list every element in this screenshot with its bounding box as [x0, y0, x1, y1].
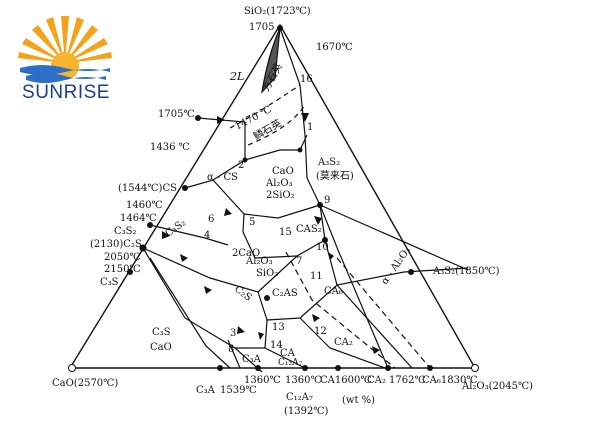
label-1705-top: 1705 [249, 22, 274, 33]
label-al2o3-1: Al₂O₃ [265, 178, 293, 189]
label-ca6-1830: CA₆1830℃ [422, 375, 478, 386]
label-cas2: CAS₂ [296, 224, 322, 235]
label-c2as: C₂AS [272, 288, 298, 299]
label-a3s2-1850: A₃S₂(1850℃) [432, 266, 500, 277]
label-1670: 1670℃ [316, 42, 353, 53]
label-ca2-1762: CA₂ 1762℃ [367, 375, 426, 386]
label-c3s-left: C₃S [100, 277, 119, 288]
point-cs [182, 185, 188, 191]
point-al2o3 [471, 364, 479, 372]
point-number: 11 [310, 271, 323, 282]
point-number: 13 [272, 322, 285, 333]
sunrise-logo [10, 8, 120, 108]
point-c3s [127, 269, 133, 275]
point-c2as [264, 295, 270, 301]
label-cao-field: CaO [150, 342, 172, 353]
label-al2o3-2: Al₂O₃ [245, 256, 273, 267]
point-c3a [217, 365, 223, 371]
label-wt-percent: (wt %) [342, 395, 375, 406]
label-1705-left: 1705℃ [158, 109, 195, 120]
point-cas2 [322, 237, 328, 243]
label-ca6-field: CA₆ [324, 286, 343, 297]
point-9 [317, 202, 323, 208]
label-c3s2: C₃S₂ [114, 226, 137, 237]
point-number: 5 [249, 217, 255, 228]
label-1436: 1436 ℃ [150, 142, 190, 153]
point-number: 2 [238, 160, 244, 171]
point-ca6 [427, 365, 433, 371]
point-ca [335, 365, 341, 371]
point-number: 8 [228, 344, 234, 355]
label-sio2-1: SiO₂ [256, 268, 278, 279]
point-c3s2 [147, 222, 153, 228]
brand-name: SUNRISE [22, 82, 110, 103]
label-1539: 1539℃ [220, 385, 257, 396]
triangle-frame [68, 23, 477, 369]
label-1464: 1464℃ [120, 213, 157, 224]
label-2150: 2150℃ [104, 264, 141, 275]
point-cao [68, 364, 76, 372]
label-al2o3-corner: Al₂O₃(2045℃) [461, 381, 533, 392]
label-alpha-al2o3: α - Al₂O₃ [379, 245, 413, 287]
label-ca-1600: CA1600℃ [320, 375, 372, 386]
point-c12a7 [302, 365, 308, 371]
label-fangshiying: 方石英 [259, 61, 285, 94]
label-c12a7-bottom: C₁₂A₇ [286, 392, 313, 403]
label-2050: 2050℃ [104, 252, 141, 263]
point-number: 7 [296, 256, 302, 267]
label-2130-c2s: (2130)C₂S [90, 239, 142, 250]
label-1360-a: 1360℃ [244, 375, 281, 386]
point-number: 12 [314, 326, 327, 337]
point-number: 15 [279, 227, 292, 238]
label-ca2-field: CA₂ [334, 337, 353, 348]
label-2sio2: 2SiO₂ [266, 190, 295, 201]
point-number: 10 [316, 242, 329, 253]
point-number: 14 [270, 340, 283, 351]
point-number: 3 [230, 328, 236, 339]
point-1705 [195, 115, 201, 121]
label-a3s2: A₃S₂ [317, 157, 340, 168]
point-ca2 [385, 365, 391, 371]
point-c2s [139, 244, 147, 252]
point-number: 9 [324, 195, 330, 206]
point-number: 6 [208, 214, 214, 225]
label-c3a-bottom: C₃A [196, 385, 216, 396]
label-c12a7-field: C₁₂A₇ [278, 358, 303, 368]
label-c2s-field: C₂S [232, 284, 253, 304]
label-1392: (1392℃) [284, 406, 329, 417]
label-alpha-cs: α - CS [207, 172, 238, 183]
point-number: 4 [204, 230, 210, 241]
point-1360 [255, 365, 261, 371]
label-cao-corner: CaO(2570℃) [52, 378, 118, 389]
label-1360-b: 1360℃ [285, 375, 322, 386]
sun-icon [18, 16, 112, 83]
label-mullite: (莫来石) [316, 170, 354, 182]
label-c3a-field: C₃A [242, 354, 262, 365]
label-c3s-field: C₃S [152, 327, 171, 338]
label-2cao: 2CaO [232, 248, 260, 259]
point-sio2 [277, 25, 283, 31]
point-a3s2 [408, 269, 414, 275]
label-1544-cs: (1544℃)CS [118, 183, 177, 194]
diagram-title: SiO₂(1723℃) [244, 6, 311, 17]
point-number: 16 [300, 74, 313, 85]
label-2l: 2L [229, 70, 244, 83]
label-ca-field: CA [280, 348, 296, 359]
label-1460: 1460℃ [126, 200, 163, 211]
label-cao-1: CaO [272, 166, 294, 177]
label-c3s2-field: C₃S₂ [163, 218, 188, 240]
point-number: 1 [307, 122, 313, 133]
